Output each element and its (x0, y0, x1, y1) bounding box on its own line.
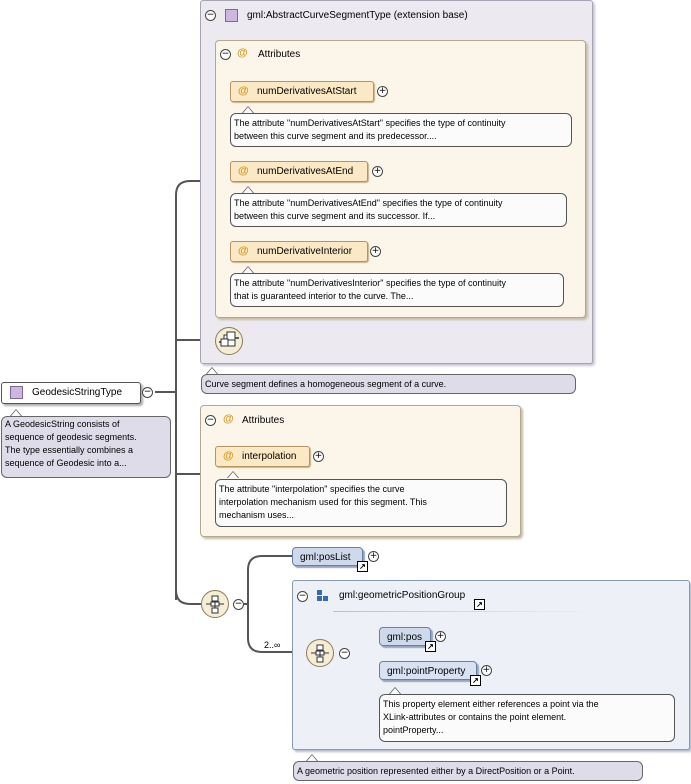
expand-attribute-icon[interactable]: + (372, 166, 383, 177)
attribute-name: numDerivativesAtStart (257, 86, 357, 97)
doc-line: The attribute "numDerivativesInterior" s… (234, 278, 507, 288)
doc-pointer (206, 367, 218, 374)
collapse-sequence-icon[interactable]: − (339, 648, 350, 659)
collapse-sequence-icon[interactable]: − (233, 599, 244, 610)
base-attributes-panel: − @ Attributes @ numDerivativesAtStart +… (215, 40, 586, 318)
link-arrow-icon[interactable]: ↗ (474, 599, 485, 610)
attributes-label: Attributes (242, 415, 285, 426)
doc-pointer (10, 409, 22, 416)
doc-line: mechanism uses... (219, 510, 295, 520)
expand-element-icon[interactable]: + (368, 551, 379, 562)
complex-type-icon (10, 386, 23, 399)
doc-pointer (389, 687, 401, 694)
element-pos[interactable]: gml:pos (379, 627, 431, 646)
doc-pointer (242, 186, 254, 193)
attribute-at-icon: @ (238, 245, 249, 257)
doc-pointer (242, 266, 254, 273)
attribute-name: numDerivativesAtEnd (257, 166, 354, 177)
sequence-glyph (219, 331, 239, 347)
pointProperty-documentation: This property element either references … (379, 694, 675, 742)
attribute-documentation: The attribute "numDerivativesAtEnd" spec… (230, 193, 567, 227)
doc-pointer (227, 471, 239, 478)
collapse-group-icon[interactable]: − (297, 591, 308, 602)
attribute-documentation: The attribute "interpolation" specifies … (215, 479, 507, 527)
collapse-base-icon[interactable]: − (205, 10, 216, 21)
doc-line: A GeodesicString consists of (5, 419, 120, 429)
sequence-glyph (311, 644, 329, 663)
link-arrow-icon[interactable]: ↗ (357, 561, 368, 572)
group-icon (317, 590, 328, 601)
doc-line: The attribute "interpolation" specifies … (219, 484, 405, 494)
expand-attribute-icon[interactable]: + (313, 451, 324, 462)
attribute-numDerivativesAtEnd[interactable]: @ numDerivativesAtEnd (230, 161, 368, 182)
sequence-compositor-icon[interactable] (201, 590, 229, 618)
sequence-compositor-icon[interactable] (306, 639, 334, 667)
attribute-at-icon: @ (223, 413, 234, 425)
base-title: gml:AbstractCurveSegmentType (extension … (247, 10, 468, 21)
root-type-name: GeodesicStringType (32, 387, 123, 398)
attribute-at-icon: @ (238, 165, 249, 177)
doc-line: between this curve segment and its succe… (234, 211, 436, 221)
expand-element-icon[interactable]: + (435, 631, 446, 642)
expand-element-icon[interactable]: + (481, 665, 492, 676)
doc-line: interpolation mechanism used for this se… (219, 497, 427, 507)
link-arrow-icon[interactable]: ↗ (425, 641, 436, 652)
collapse-attributes-icon[interactable]: − (205, 415, 216, 426)
extension-base-panel: − gml:AbstractCurveSegmentType (extensio… (200, 0, 593, 364)
group-divider (333, 611, 593, 612)
doc-line: between this curve segment and its prede… (234, 131, 437, 141)
doc-line: XLink-attributes or contains the point e… (383, 712, 567, 722)
attribute-at-icon: @ (238, 85, 249, 97)
doc-line: sequence of geodesic segments. (5, 432, 137, 442)
collapse-root-icon[interactable]: − (142, 387, 153, 398)
doc-line: The type essentially combines a (5, 445, 134, 455)
attribute-at-icon: @ (237, 47, 248, 59)
doc-line: that is guaranteed interior to the curve… (234, 291, 414, 301)
link-arrow-icon[interactable]: ↗ (470, 675, 481, 686)
root-type-box[interactable]: GeodesicStringType (1, 382, 141, 404)
attribute-documentation: The attribute "numDerivativesAtStart" sp… (230, 113, 572, 147)
attribute-numDerivativesAtStart[interactable]: @ numDerivativesAtStart (230, 81, 374, 102)
group-title: gml:geometricPositionGroup (339, 590, 466, 601)
group-multiplicity: 2..∞ (264, 640, 281, 650)
doc-line: pointProperty... (383, 725, 444, 735)
attribute-interpolation[interactable]: @ interpolation (215, 446, 310, 467)
doc-line: This property element either references … (383, 699, 599, 709)
geometric-position-group-panel: − gml:geometricPositionGroup ↗ − gml:pos… (292, 580, 690, 750)
doc-line: The attribute "numDerivativesAtStart" sp… (234, 118, 506, 128)
sequence-glyph (206, 595, 224, 614)
doc-line: sequence of Geodesic into a... (5, 458, 127, 468)
element-posList[interactable]: gml:posList (292, 547, 363, 566)
expand-attribute-icon[interactable]: + (377, 86, 388, 97)
group-documentation: A geometric position represented either … (293, 761, 643, 781)
collapse-attributes-icon[interactable]: − (220, 49, 231, 60)
base-documentation: Curve segment defines a homogeneous segm… (201, 374, 576, 394)
complex-type-icon (225, 9, 238, 22)
attribute-name: numDerivativeInterior (257, 246, 353, 257)
attribute-name: interpolation (242, 451, 297, 462)
doc-pointer (306, 754, 318, 761)
element-pointProperty[interactable]: gml:pointProperty (379, 661, 477, 680)
own-attributes-panel: − @ Attributes @ interpolation + The att… (200, 405, 521, 537)
attribute-at-icon: @ (223, 450, 234, 462)
attribute-numDerivativeInterior[interactable]: @ numDerivativeInterior (230, 241, 368, 262)
sequence-compositor-icon[interactable] (215, 327, 243, 355)
expand-attribute-icon[interactable]: + (370, 246, 381, 257)
attributes-label: Attributes (258, 49, 301, 60)
doc-pointer (242, 106, 254, 113)
attribute-documentation: The attribute "numDerivativesInterior" s… (230, 273, 564, 307)
root-documentation: A GeodesicString consists of sequence of… (1, 416, 171, 478)
doc-line: The attribute "numDerivativesAtEnd" spec… (234, 198, 503, 208)
